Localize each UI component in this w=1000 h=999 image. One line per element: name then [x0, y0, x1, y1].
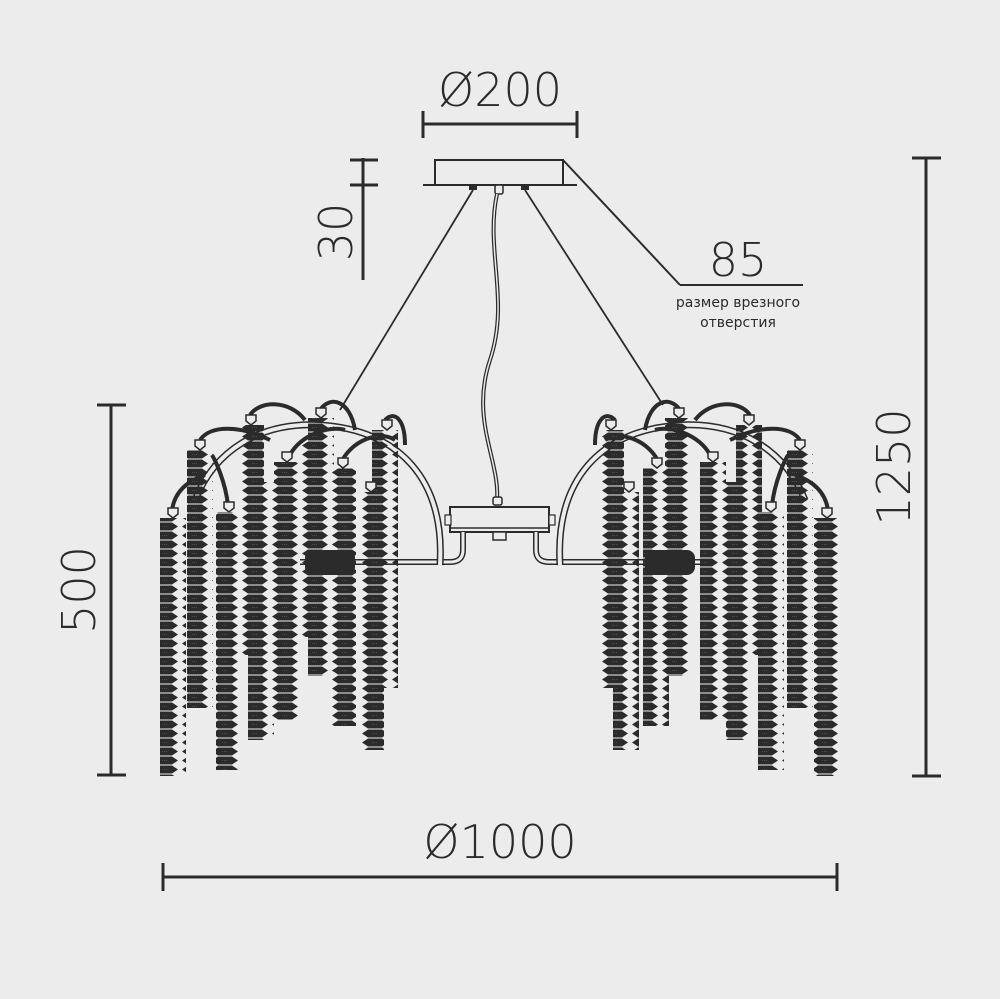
body-height-label: 500 — [52, 546, 106, 634]
canopy-height-dimension: 30 — [309, 158, 378, 280]
canopy-diameter-dimension: Ø200 — [421, 63, 579, 138]
cutout-dimension: 85 размер врезного отверстия — [562, 159, 803, 331]
canopy-height-label: 30 — [309, 203, 363, 262]
total-height-label: 1250 — [867, 408, 921, 525]
overall-diameter-label: Ø1000 — [423, 815, 576, 869]
cutout-caption-line1: размер врезного — [676, 295, 800, 311]
cutout-caption-line2: отверстия — [700, 315, 776, 331]
overall-diameter-dimension: Ø1000 — [161, 815, 839, 891]
body-height-dimension: 500 — [52, 403, 126, 777]
right-crystal-strands — [598, 407, 840, 776]
canopy-diameter-label: Ø200 — [438, 63, 562, 117]
left-crystal-strands — [160, 407, 398, 776]
total-height-dimension: 1250 — [867, 156, 941, 778]
canopy — [423, 159, 577, 195]
cutout-size-label: 85 — [709, 233, 768, 287]
suspension-cables — [339, 189, 664, 501]
central-body — [300, 496, 700, 565]
